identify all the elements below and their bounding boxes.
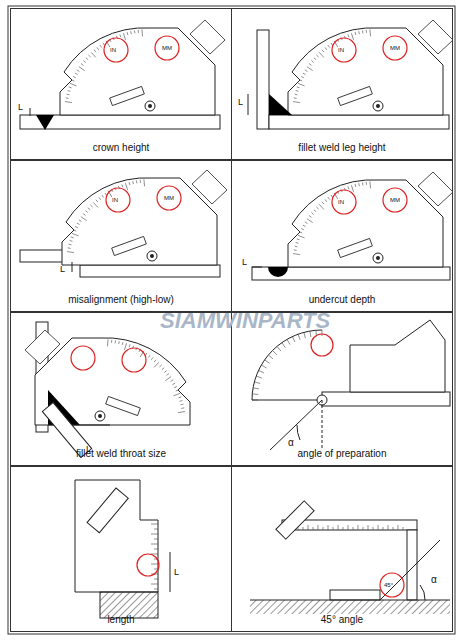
panel-caption: crown height <box>11 142 231 153</box>
scale-label: α <box>431 575 437 585</box>
scale-label: IN <box>112 197 118 203</box>
scale-label: 45° <box>384 582 393 588</box>
scale-label: L <box>238 98 243 107</box>
panel: 45° angle <box>231 466 453 632</box>
panel: fillet weld throat size <box>10 312 232 466</box>
scale-label: L <box>174 568 179 577</box>
scale-label: MM <box>390 197 400 203</box>
watermark: SIAMWINPARTS <box>160 310 330 332</box>
scale-label: IN <box>338 47 344 53</box>
panel: crown height <box>10 8 232 160</box>
panel-caption: length <box>11 614 231 625</box>
panel: length <box>10 466 232 632</box>
scale-label: α <box>288 438 294 448</box>
panel-caption: 45° angle <box>232 614 452 625</box>
scale-label: L <box>242 258 247 267</box>
panel: undercut depth <box>231 160 453 312</box>
scale-label: L <box>86 445 91 454</box>
panel: misalignment (high-low) <box>10 160 232 312</box>
panel-caption: undercut depth <box>232 294 452 305</box>
panel-caption: fillet weld leg height <box>232 142 452 153</box>
panel-caption: fillet weld throat size <box>11 448 231 459</box>
panel-caption: angle of preparation <box>232 448 452 459</box>
scale-label: IN <box>338 199 344 205</box>
scale-label: L <box>60 265 65 274</box>
scale-label: MM <box>390 45 400 51</box>
panel-caption: misalignment (high-low) <box>11 294 231 305</box>
scale-label: IN <box>110 47 116 53</box>
panel: angle of preparation <box>231 312 453 466</box>
scale-label: MM <box>164 195 174 201</box>
panel: fillet weld leg height <box>231 8 453 160</box>
scale-label: L <box>18 103 23 112</box>
scale-label: MM <box>162 45 172 51</box>
